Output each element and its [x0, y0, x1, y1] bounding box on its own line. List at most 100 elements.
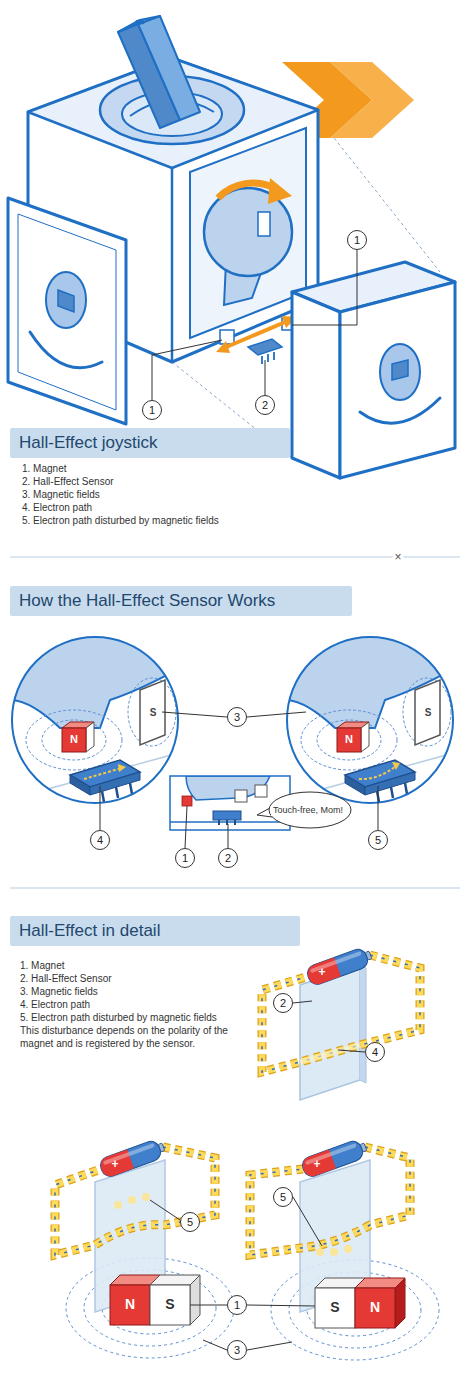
section-heading: How the Hall-Effect Sensor Works [19, 591, 275, 610]
pole-letter: N [125, 1296, 135, 1314]
explanatory-note: This disturbance depends on the polarity… [20, 1025, 256, 1050]
hall-effect-detail-illustration-part [114, 1201, 122, 1209]
sensor-illustration-part-part [10, 636, 180, 728]
callout-circle: 4 [365, 1042, 385, 1062]
callout-circle: 1 [347, 230, 367, 250]
sensor-illustration-part-part [345, 775, 365, 795]
joystick-illustration-part [262, 352, 274, 364]
pole-letter: S [425, 707, 432, 720]
sensor-illustration-part-part [255, 785, 267, 797]
hall-effect-detail-illustration-part [316, 1248, 324, 1256]
callout-circle: 5 [368, 830, 388, 850]
sensor-illustration-part-part [285, 636, 455, 728]
sensor-illustration-part-part [62, 728, 86, 752]
callout-number: 3 [234, 711, 240, 723]
callout-number: 2 [280, 997, 286, 1009]
battery-sign: + [111, 1157, 118, 1172]
hall-effect-detail-illustration-part [128, 1196, 136, 1204]
joystick-illustration-part [135, 20, 145, 25]
legend-item: 1. Magnet [20, 960, 64, 973]
callout-number: 2 [225, 852, 231, 864]
callout-number: 4 [97, 834, 103, 846]
callout-number: 4 [372, 1046, 378, 1058]
sensor-illustration-part-part [84, 768, 122, 779]
pole-letter: S [150, 707, 157, 720]
sensor-illustration-part-part [118, 764, 126, 772]
joystick-illustration-part [171, 168, 174, 362]
hall-effect-detail-illustration-part [98, 1137, 167, 1178]
callout-circle: 2 [255, 395, 275, 415]
sensor-illustration-part-part [359, 766, 396, 779]
legend-item: 3. Magnetic fields [22, 489, 100, 502]
legend-item: 5. Electron path disturbed by magnetic f… [20, 1012, 217, 1025]
sensor-illustration-part-part [70, 775, 90, 795]
hall-effect-detail-illustration [55, 945, 439, 1360]
joystick-illustration-part [360, 398, 440, 423]
callout-number: 2 [262, 399, 268, 411]
sensor-illustration-part-part [170, 821, 290, 823]
callout-circle: 2 [273, 993, 293, 1013]
sensor-illustration-part [12, 637, 178, 803]
sensor-illustration-part-part [140, 680, 165, 745]
hall-effect-detail-illustration-part [307, 1284, 403, 1336]
joystick-illustration-part [190, 128, 306, 338]
callout-circle: 4 [90, 830, 110, 850]
pole-letter: N [70, 733, 78, 747]
pole-letter: N [370, 1299, 380, 1317]
hall-effect-detail-illustration-part [330, 1248, 338, 1256]
sensor-illustration-part [100, 712, 378, 848]
callout-number: 5 [280, 1191, 286, 1203]
legend-item: 5. Electron path disturbed by magnetic f… [22, 515, 219, 528]
callout-number: 1 [234, 1299, 240, 1311]
sensor-illustration-part-part [219, 820, 235, 825]
sensor-illustration-part-part [337, 728, 361, 752]
hall-effect-detail-illustration-part [300, 965, 360, 1100]
sensor-illustration-part-part [285, 635, 455, 805]
callout-number: 5 [375, 834, 381, 846]
section-heading-band: How the Hall-Effect Sensor Works [10, 586, 352, 616]
callout-circle: 1 [142, 400, 162, 420]
sensor-illustration-part-part [26, 710, 122, 770]
hall-effect-detail-illustration-part [395, 1278, 405, 1328]
hall-effect-detail-illustration-part [102, 1282, 198, 1334]
section-heading-band: Hall-Effect in detail [10, 916, 300, 946]
hall-effect-detail-illustration-part [355, 1288, 395, 1328]
joystick-illustration-part [152, 250, 357, 400]
legend-item: 2. Hall-Effect Sensor [22, 476, 114, 489]
pole-letter: S [165, 1296, 174, 1314]
callout-number: 1 [182, 852, 188, 864]
sensor-illustration-part [287, 637, 453, 803]
hall-effect-detail-illustration-part [344, 1245, 352, 1253]
joystick-illustration-part [392, 360, 408, 380]
sensor-illustration-part-part [186, 776, 270, 800]
sensor-illustration-part-part [10, 635, 180, 805]
legend-item: 4. Electron path [22, 502, 92, 515]
callout-circle: 1 [227, 1295, 247, 1315]
battery-sign: + [318, 965, 325, 980]
joystick-illustration-part [18, 214, 116, 410]
hall-effect-detail-illustration-part [190, 1275, 200, 1325]
hall-effect-detail-illustration-part [315, 1288, 355, 1328]
close-mark: × [392, 550, 403, 565]
joystick-illustration-part [380, 344, 420, 400]
joystick-illustration-part [248, 339, 282, 355]
speech-bubble-body [269, 792, 351, 828]
joystick-illustration-part [138, 16, 200, 120]
hall-effect-detail-illustration-part [142, 1193, 150, 1201]
divider-line [10, 557, 460, 888]
hall-effect-detail-illustration-part [360, 965, 366, 1083]
sensor-illustration-part-part [317, 720, 381, 760]
sensor-illustration-part-part [403, 678, 451, 746]
section-heading: Hall-Effect in detail [19, 921, 160, 940]
hall-effect-detail-illustration-part [110, 1285, 150, 1325]
divider-line-part [10, 557, 460, 888]
sensor-illustration-part-part [42, 720, 106, 760]
pole-letter: N [345, 733, 353, 747]
sensor-illustration-part [8, 635, 182, 805]
sensor-illustration-part-part [235, 790, 247, 802]
joystick-illustration-part [220, 330, 234, 344]
joystick-illustration-part [330, 62, 414, 138]
sensor-illustration [8, 635, 457, 848]
